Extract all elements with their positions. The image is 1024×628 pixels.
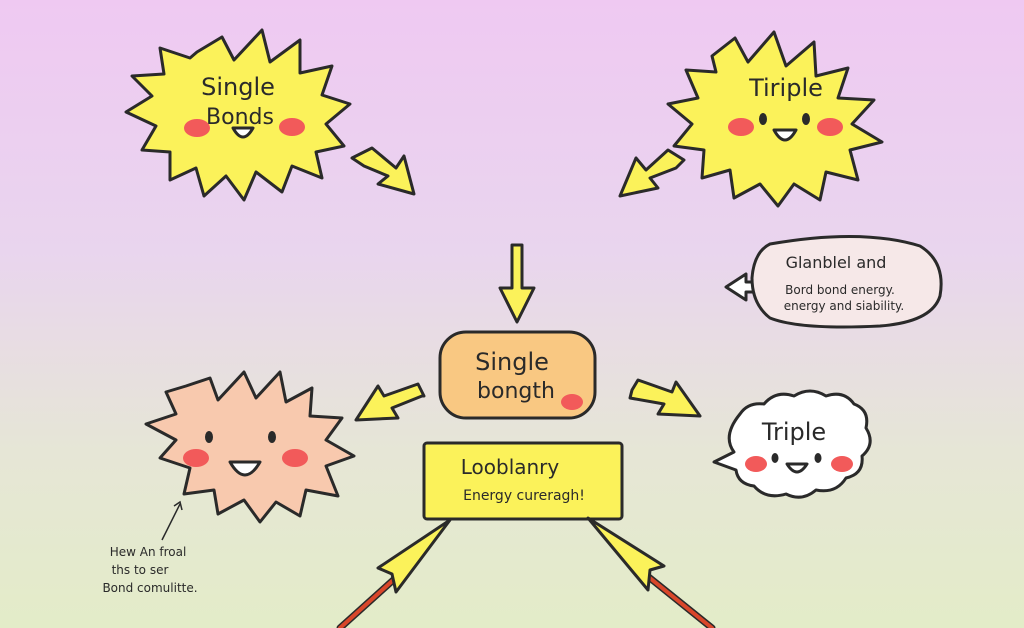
single-bonds-star: Single Bonds: [124, 28, 352, 202]
smile-mouth: [228, 460, 262, 477]
smile-mouth: [231, 126, 255, 139]
energy-box-line1: Looblanry: [461, 455, 560, 479]
smile-mouth: [772, 128, 798, 142]
bottom-arrows: [336, 516, 716, 628]
arrow-to-triple-bubble: [628, 378, 702, 418]
right-eye: [268, 431, 276, 443]
cheek-dot: [561, 394, 583, 410]
arrow-down-center: [498, 243, 536, 324]
right-eye: [814, 453, 822, 463]
right-arrow-head: [586, 516, 666, 592]
right-eye: [802, 113, 810, 125]
single-bonds-line2: Bonds: [206, 105, 274, 130]
single-bonds-line1: Single: [201, 73, 275, 101]
peach-star: [144, 370, 356, 524]
note-line2: ths to ser: [112, 563, 169, 577]
left-cheek: [728, 118, 754, 136]
arrows: [350, 146, 758, 422]
energy-box-line2: Energy cureragh!: [463, 488, 585, 504]
right-cheek: [279, 118, 305, 136]
center-box: Single bongth: [438, 330, 597, 420]
right-cheek: [831, 456, 853, 472]
center-box-line1: Single: [475, 348, 549, 376]
left-cheek: [184, 119, 210, 137]
note-line1: Glanblel and: [786, 253, 887, 272]
bottom-left-note: Hew An froal ths to ser Bond comulitte.: [102, 500, 198, 595]
triple-star: Tiriple: [666, 30, 884, 208]
note-line1: Hew An froal: [110, 545, 187, 559]
triple-bubble: Triple: [712, 389, 872, 499]
triple-bubble-label: Triple: [761, 418, 826, 446]
left-eye: [771, 453, 779, 463]
right-cheek: [817, 118, 843, 136]
pointer-head: [173, 500, 183, 511]
energy-box: Looblanry Energy cureragh!: [422, 441, 624, 521]
note-line3: energy and siability.: [784, 299, 905, 313]
note-line2: Bord bond energy.: [785, 283, 895, 297]
left-cheek: [183, 449, 209, 467]
left-arrow-head: [376, 518, 452, 594]
smile-mouth: [785, 462, 809, 474]
note-line3: Bond comulitte.: [102, 581, 197, 595]
arrow-to-center-right: [618, 148, 686, 198]
pointer-line: [161, 503, 181, 541]
left-eye: [759, 113, 767, 125]
right-cheek: [282, 449, 308, 467]
triple-star-label: Tiriple: [748, 74, 823, 102]
left-cheek: [745, 456, 767, 472]
arrow-to-center-left: [350, 146, 416, 196]
left-eye: [205, 431, 213, 443]
top-right-note: Glanblel and Bord bond energy. energy an…: [750, 234, 943, 329]
arrow-to-peach-star: [354, 382, 426, 422]
center-box-line2: bongth: [477, 379, 555, 404]
